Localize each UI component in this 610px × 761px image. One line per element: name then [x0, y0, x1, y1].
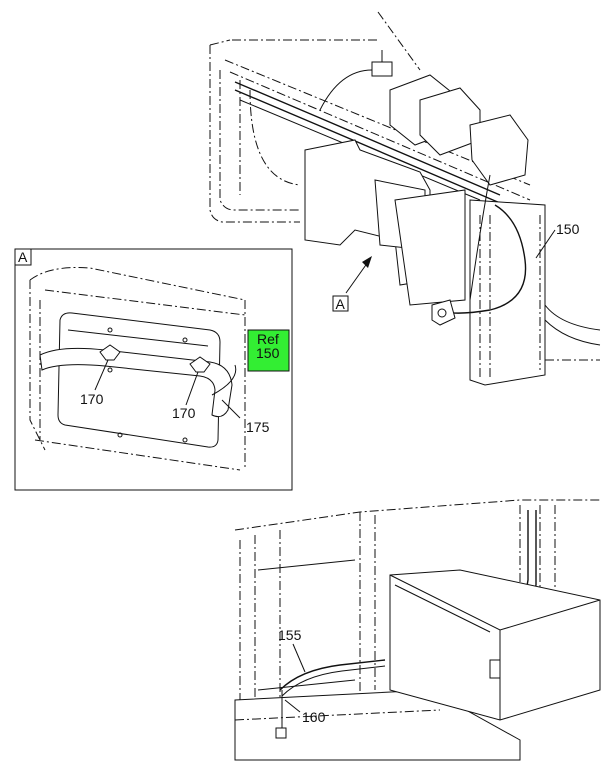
bottom-assembly — [234, 499, 601, 761]
callout-150: 150 — [556, 221, 580, 237]
ref-150-highlight[interactable] — [247, 329, 290, 372]
ref-150-box[interactable]: Ref 150 — [247, 329, 290, 372]
view-marker: A — [332, 256, 372, 312]
callout-170-right: 170 — [172, 405, 196, 421]
ref-label: Ref — [257, 331, 279, 347]
view-marker-letter: A — [336, 296, 346, 312]
ref-number: 150 — [256, 345, 280, 361]
detail-a-letter: A — [18, 249, 28, 265]
callout-170-left: 170 — [80, 391, 104, 407]
callout-175: 175 — [246, 419, 270, 435]
detail-a-box: A — [14, 248, 293, 491]
callout-160: 160 — [302, 709, 326, 725]
callout-155: 155 — [278, 627, 302, 643]
top-assembly — [209, 11, 601, 386]
